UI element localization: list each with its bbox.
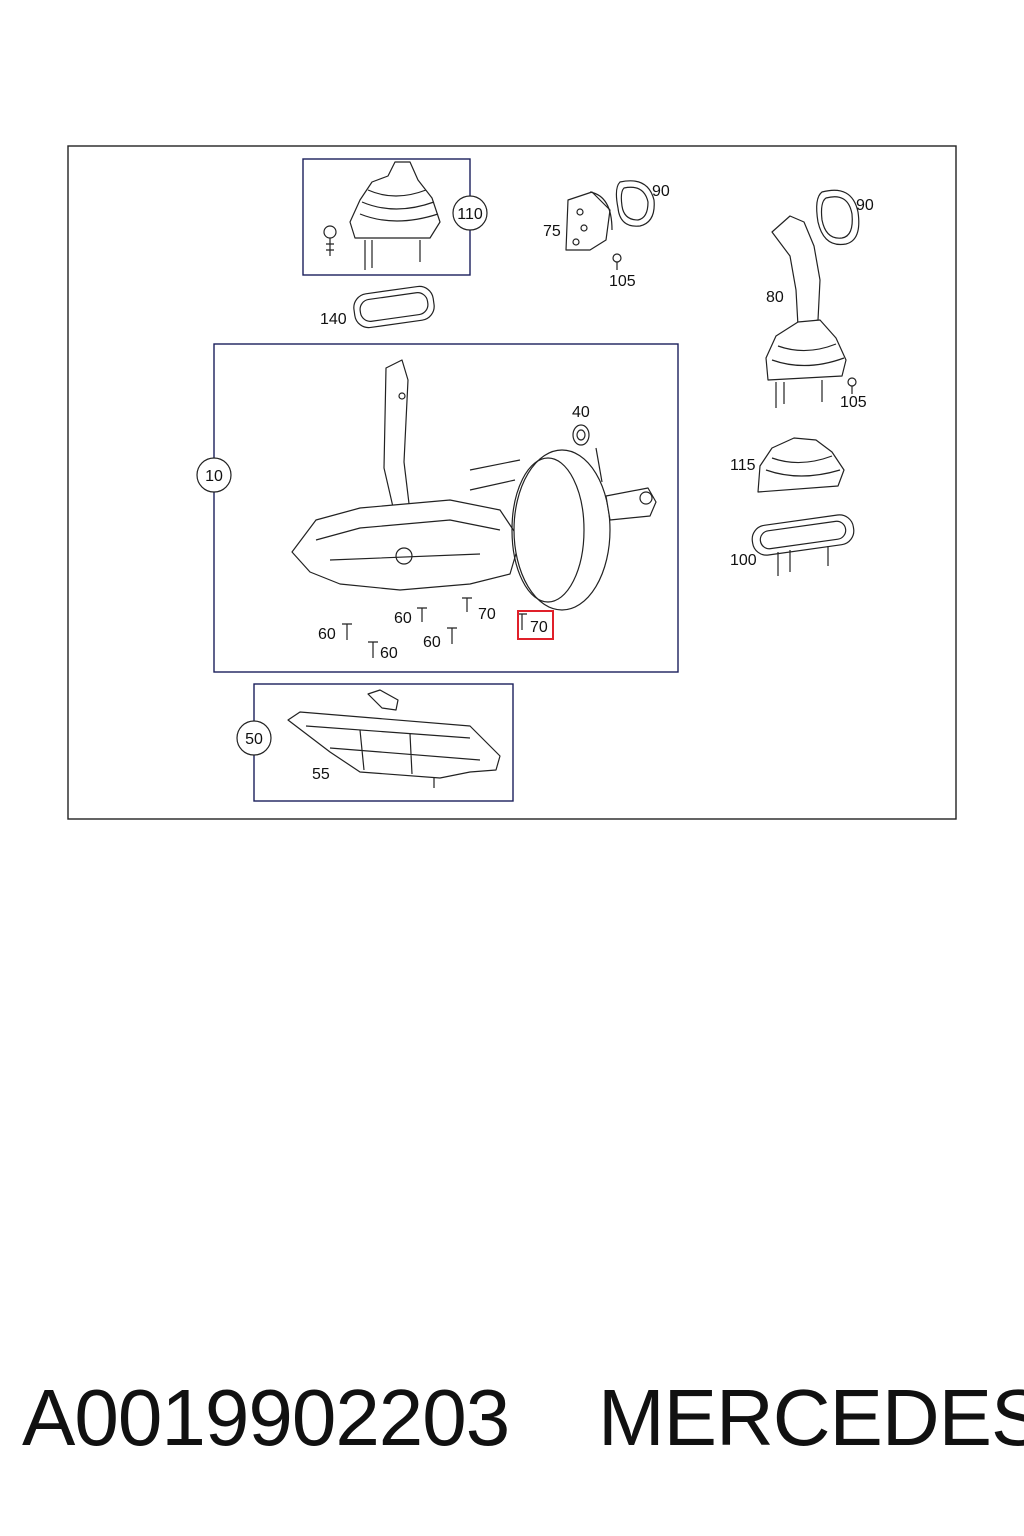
label-70a: 70	[478, 606, 496, 623]
screw-105a-drawing	[612, 253, 622, 270]
group-box-10	[213, 343, 679, 673]
label-105b: 105	[840, 394, 867, 411]
callout-circle-10	[196, 457, 232, 493]
label-50: 50	[245, 731, 263, 748]
gasket-90b-drawing	[816, 189, 860, 246]
label-100: 100	[730, 552, 757, 569]
seal-140-drawing	[353, 285, 435, 329]
label-90a: 90	[652, 183, 670, 200]
callout-circle-110	[452, 195, 488, 231]
label-60d: 60	[380, 645, 398, 662]
shifter-80-drawing	[765, 215, 857, 408]
label-40: 40	[572, 404, 590, 421]
highlight-box[interactable]	[517, 610, 554, 640]
bracket-75-drawing	[565, 191, 613, 251]
frame-100-drawing	[751, 514, 855, 576]
label-60a: 60	[318, 626, 336, 643]
label-60b: 60	[394, 610, 412, 627]
brand-name: MERCEDES	[598, 1373, 1024, 1462]
label-115: 115	[730, 457, 756, 474]
outer-frame	[67, 145, 957, 820]
bolts-drawing	[342, 597, 527, 658]
label-140: 140	[320, 311, 347, 328]
label-110: 110	[457, 206, 483, 223]
shift-boot-drawing	[323, 161, 441, 270]
caption: A0019902203 MERCEDES	[0, 1368, 1024, 1478]
parts-diagram: 110 140 75 90 105 90 80 105 10	[67, 145, 957, 820]
label-105a: 105	[609, 273, 636, 290]
label-75: 75	[543, 223, 561, 240]
housing-55-drawing	[287, 689, 501, 788]
boot-115-drawing	[757, 437, 845, 493]
label-90b: 90	[856, 197, 874, 214]
label-10: 10	[205, 468, 223, 485]
label-60c: 60	[423, 634, 441, 651]
label-80: 80	[766, 289, 784, 306]
callout-circle-50	[236, 720, 272, 756]
label-70-highlighted: 70	[530, 619, 548, 636]
shift-mechanism-10-drawing	[291, 359, 657, 611]
part-number: A0019902203	[22, 1373, 510, 1462]
label-55: 55	[312, 766, 330, 783]
gasket-90a-drawing	[615, 180, 655, 227]
